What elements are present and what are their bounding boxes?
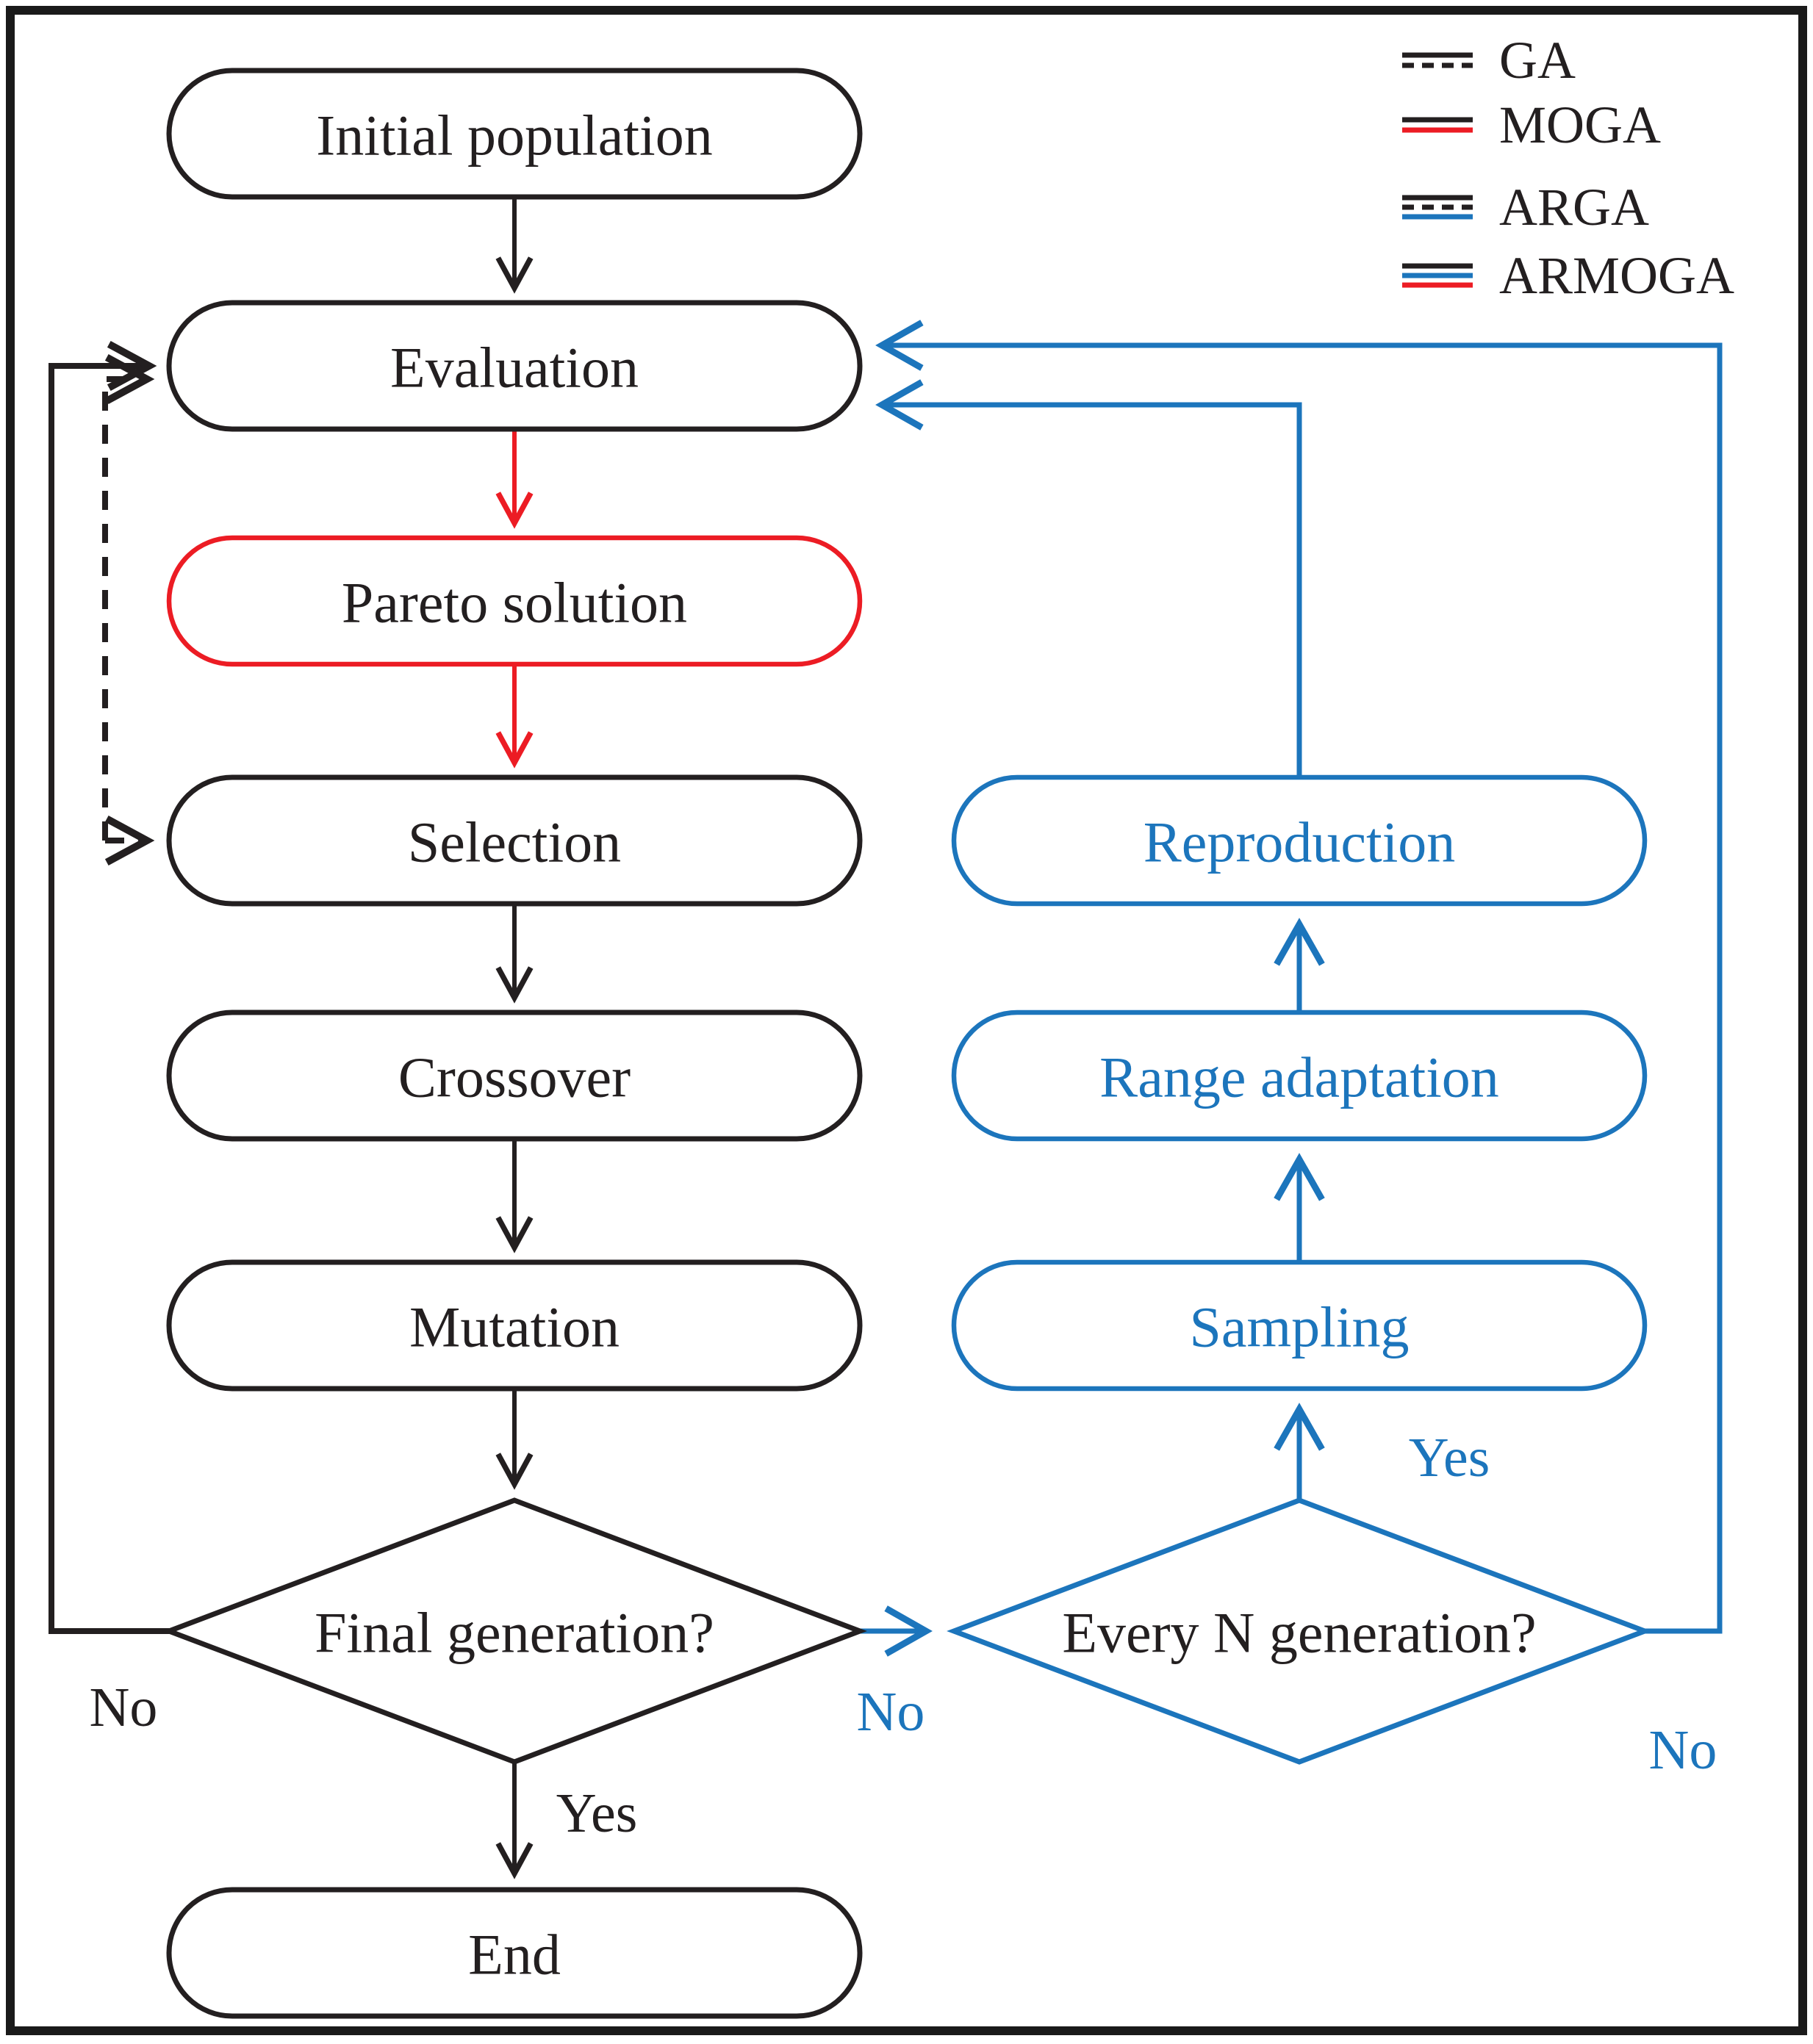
final-generation-no-left-label: No	[90, 1677, 158, 1738]
node-selection: Selection	[166, 774, 863, 907]
legend-label-armoga: ARMOGA	[1499, 246, 1734, 305]
node-end: End	[166, 1887, 863, 2019]
node-reproduction: Reproduction	[951, 774, 1648, 907]
node-range-adaptation: Range adaptation	[951, 1010, 1648, 1142]
edge-reproduction-to-evaluation	[875, 379, 1302, 777]
pareto-solution-box	[166, 535, 863, 667]
selection-box	[166, 774, 863, 907]
range-adaptation-box	[951, 1010, 1648, 1142]
initial-population-label: Initial population	[316, 104, 712, 168]
node-pareto-solution: Pareto solution	[166, 535, 863, 667]
node-sampling: Sampling	[951, 1259, 1648, 1392]
node-initial-population: Initial population	[166, 68, 863, 200]
every-n-generation-label: Every N generation?	[1062, 1601, 1536, 1665]
node-final-generation: Final generation?	[162, 1497, 867, 1765]
legend-label-ga: GA	[1499, 31, 1576, 90]
legend-label-arga: ARGA	[1499, 178, 1649, 237]
legend-item-arga: ARGA	[1402, 178, 1649, 237]
final-generation-label: Final generation?	[315, 1601, 714, 1665]
node-evaluation: Evaluation	[166, 300, 863, 432]
sampling-label: Sampling	[1189, 1295, 1409, 1359]
every-n-no-label: No	[1649, 1719, 1717, 1781]
reproduction-box	[951, 774, 1648, 907]
legend-item-armoga: ARMOGA	[1402, 246, 1734, 305]
mutation-box	[166, 1259, 863, 1392]
node-mutation: Mutation	[166, 1259, 863, 1392]
end-box	[166, 1887, 863, 2019]
initial-population-box	[166, 68, 863, 200]
every-n-yes-label: Yes	[1409, 1427, 1490, 1489]
mutation-label: Mutation	[409, 1295, 620, 1359]
node-crossover: Crossover	[166, 1010, 863, 1142]
final-generation-diamond	[162, 1497, 867, 1765]
reproduction-label: Reproduction	[1144, 810, 1456, 874]
end-label: End	[468, 1923, 561, 1987]
edges	[49, 197, 1723, 1879]
node-every-n-generation: Every N generation?	[947, 1497, 1652, 1765]
pareto-solution-label: Pareto solution	[342, 571, 687, 635]
final-generation-yes-label: Yes	[556, 1782, 638, 1844]
legend-label-moga: MOGA	[1499, 96, 1661, 154]
figure-border	[6, 6, 1807, 2035]
sampling-box	[951, 1259, 1648, 1392]
range-adaptation-label: Range adaptation	[1099, 1046, 1499, 1109]
selection-label: Selection	[408, 810, 621, 874]
edge-final-no-loop-to-evaluation	[49, 341, 173, 1634]
legend-item-moga: MOGA	[1402, 96, 1661, 154]
evaluation-label: Evaluation	[390, 336, 639, 400]
edge-every-n-no-loop-to-evaluation	[875, 320, 1723, 1634]
crossover-box	[166, 1010, 863, 1142]
evaluation-box	[166, 300, 863, 432]
final-generation-no-right-label: No	[857, 1681, 925, 1743]
legend-item-ga: GA	[1402, 31, 1576, 90]
legend: GA MOGA ARGA ARMOGA	[1402, 31, 1734, 305]
crossover-label: Crossover	[398, 1046, 631, 1109]
edge-ga-dashed-to-evaluation	[102, 354, 155, 841]
every-n-generation-diamond	[947, 1497, 1652, 1765]
